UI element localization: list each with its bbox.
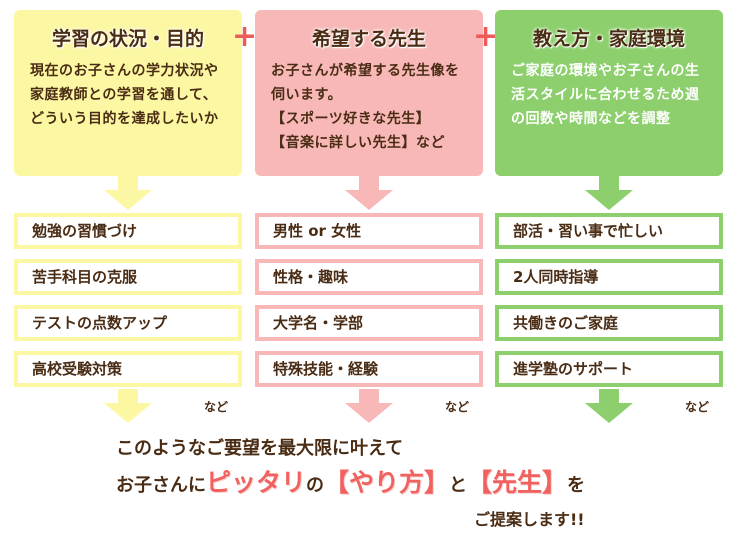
list-item: テストの点数アップ (14, 305, 242, 341)
arrow-down-icon (104, 389, 152, 423)
column-3: 教え方・家庭環境 ご家庭の環境やお子さんの生活スタイルに合わせるため週の回数や時… (495, 10, 723, 423)
column-1: 学習の状況・目的 現在のお子さんの学力状況や家庭教師との学習を通して、どういう目… (14, 10, 242, 423)
text: と (449, 475, 468, 496)
column-description: ご家庭の環境やお子さんの生活スタイルに合わせるため週の回数や時間などを調整 (511, 63, 700, 127)
plus-icon: + (473, 19, 499, 54)
list-item: 高校受験対策 (14, 351, 242, 387)
list-item: 大学名・学部 (255, 305, 483, 341)
arrow-down-icon (345, 176, 393, 210)
etc-label: など (445, 400, 470, 414)
highlight-text: ピッタリ (206, 468, 307, 497)
list-item: 勉強の習慣づけ (14, 213, 242, 249)
column-title: 希望する先生 (311, 28, 426, 50)
column-header: 希望する先生 お子さんが希望する先生像を伺います。 【スポーツ好きな先生】 【音… (255, 10, 483, 176)
plus-icon: + (232, 19, 258, 54)
column-title: 教え方・家庭環境 (532, 28, 685, 50)
list-item: 2人同時指導 (495, 259, 723, 295)
column-2: 希望する先生 お子さんが希望する先生像を伺います。 【スポーツ好きな先生】 【音… (255, 10, 483, 423)
list-item: 性格・趣味 (255, 259, 483, 295)
highlight-text: 【やり方】 (324, 468, 450, 497)
list-item: 部活・習い事で忙しい (495, 213, 723, 249)
message-line3: ご提案します!! (474, 510, 585, 529)
etc-label: など (204, 400, 229, 414)
etc-label: など (685, 400, 710, 414)
column-header: 学習の状況・目的 現在のお子さんの学力状況や家庭教師との学習を通して、どういう目… (14, 10, 242, 176)
list-item: 特殊技能・経験 (255, 351, 483, 387)
list-item: 男性 or 女性 (255, 213, 483, 249)
column-title: 学習の状況・目的 (51, 28, 204, 50)
text: を (567, 475, 586, 496)
message-line2: お子さんにピッタリの【やり方】と【先生】を (116, 463, 585, 499)
arrow-down-icon (104, 176, 152, 210)
list-item: 苦手科目の克服 (14, 259, 242, 295)
column-header: 教え方・家庭環境 ご家庭の環境やお子さんの生活スタイルに合わせるため週の回数や時… (495, 10, 723, 176)
list-item: 共働きのご家庭 (495, 305, 723, 341)
arrow-down-icon (585, 389, 633, 423)
column-description: お子さんが希望する先生像を伺います。 【スポーツ好きな先生】 【音楽に詳しい先生… (271, 63, 460, 151)
arrow-down-icon (345, 389, 393, 423)
text: お子さんに (116, 475, 206, 496)
text: の (306, 475, 325, 496)
message-line1: このようなご要望を最大限に叶えて (116, 438, 404, 459)
column-description: 現在のお子さんの学力状況や家庭教師との学習を通して、どういう目的を達成したいか (30, 63, 219, 127)
arrow-down-icon (585, 176, 633, 210)
list-item: 進学塾のサポート (495, 351, 723, 387)
highlight-text: 【先生】 (467, 468, 568, 497)
